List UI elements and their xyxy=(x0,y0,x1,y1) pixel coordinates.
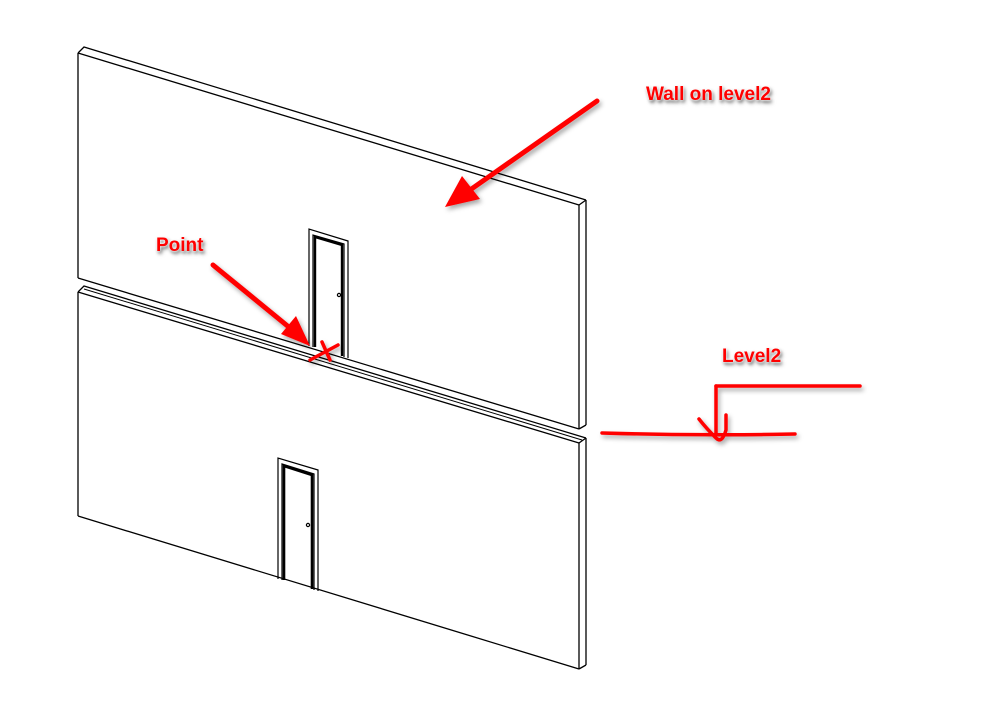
lower-wall[interactable] xyxy=(77,285,587,670)
wall-label: Wall on level2 xyxy=(646,84,771,105)
level-label: Level2 xyxy=(722,346,782,367)
lower-door[interactable] xyxy=(277,457,319,591)
door-knob-icon xyxy=(305,522,311,528)
door-knob-icon xyxy=(336,292,342,298)
level-marker-icon xyxy=(600,384,862,442)
upper-door[interactable] xyxy=(308,228,349,358)
point-marker-icon xyxy=(308,340,340,362)
upper-wall[interactable] xyxy=(77,46,587,430)
point-arrow-icon xyxy=(210,262,310,346)
point-label: Point xyxy=(156,235,204,256)
wall-arrow-icon xyxy=(445,98,600,207)
